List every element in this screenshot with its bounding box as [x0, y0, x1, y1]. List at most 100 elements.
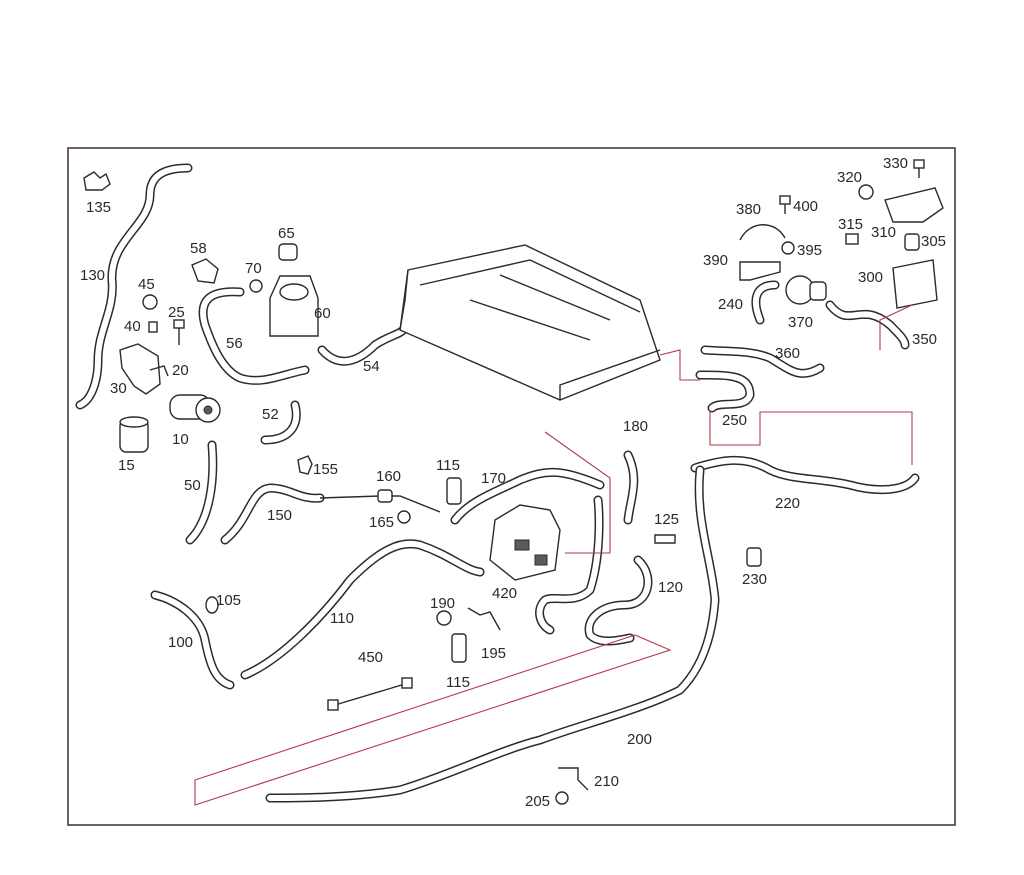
reservoir-300 — [892, 259, 938, 309]
hose-to-420 — [535, 495, 604, 635]
label-130: 130 — [80, 267, 105, 284]
hose-360 — [700, 345, 825, 378]
bracket-390 — [739, 261, 781, 281]
battery-pack — [399, 244, 661, 401]
clip-115-lower — [451, 633, 467, 663]
label-395: 395 — [797, 242, 822, 259]
label-25: 25 — [168, 304, 185, 321]
cap-65 — [278, 243, 298, 261]
reservoir-60 — [269, 275, 319, 337]
label-52: 52 — [262, 406, 279, 423]
label-450: 450 — [358, 649, 383, 666]
label-115-upper: 115 — [436, 457, 460, 474]
bolt-25 — [173, 319, 185, 345]
label-110: 110 — [330, 610, 354, 627]
hose-150 — [220, 483, 325, 545]
label-20: 20 — [172, 362, 189, 379]
label-58: 58 — [190, 240, 207, 257]
label-56: 56 — [226, 335, 243, 352]
diagram-frame — [67, 147, 956, 826]
hose-240 — [751, 280, 780, 325]
hose-200 — [265, 465, 720, 803]
clip-125 — [654, 534, 676, 544]
hose-250 — [695, 370, 755, 413]
label-370: 370 — [788, 314, 813, 331]
label-155: 155 — [313, 461, 338, 478]
pipe-160 — [319, 489, 441, 513]
bolt-40 — [148, 321, 158, 333]
nut-395 — [781, 241, 795, 255]
label-190: 190 — [430, 595, 455, 612]
bracket-195 — [467, 607, 501, 631]
label-230: 230 — [742, 571, 767, 588]
sleeve-230 — [746, 547, 762, 567]
label-300: 300 — [858, 269, 883, 286]
hose-54 — [317, 323, 410, 366]
pump-370 — [785, 275, 827, 305]
assembly-line-300 — [879, 304, 913, 350]
label-360: 360 — [775, 345, 800, 362]
hose-170 — [450, 467, 605, 525]
nut-205 — [555, 791, 569, 805]
label-165: 165 — [369, 514, 394, 531]
label-100: 100 — [168, 634, 193, 651]
clip-210 — [558, 767, 589, 791]
cap-305 — [904, 233, 920, 251]
label-115-lower: 115 — [446, 674, 470, 691]
label-150: 150 — [267, 507, 292, 524]
clip-115-upper — [446, 477, 462, 505]
bracket-30-20 — [119, 343, 169, 395]
label-390: 390 — [703, 252, 728, 269]
label-125: 125 — [654, 511, 679, 528]
label-205: 205 — [525, 793, 550, 810]
label-10: 10 — [172, 431, 189, 448]
nut-190 — [436, 610, 452, 626]
label-420: 420 — [492, 585, 517, 602]
bolt-315 — [845, 233, 859, 245]
label-195: 195 — [481, 645, 506, 662]
hose-130 — [75, 163, 193, 410]
sensor-wire-450 — [327, 677, 413, 711]
washer-320 — [858, 184, 874, 200]
bracket-310 — [884, 187, 944, 223]
label-240: 240 — [718, 296, 743, 313]
label-70: 70 — [245, 260, 262, 277]
hose-50 — [185, 440, 218, 545]
label-310: 310 — [871, 224, 896, 241]
label-60: 60 — [314, 305, 331, 322]
assembly-line-top — [659, 349, 700, 381]
washer-165 — [397, 510, 411, 524]
clip-135 — [83, 171, 111, 191]
label-170: 170 — [481, 470, 506, 487]
label-105: 105 — [216, 592, 241, 609]
label-320: 320 — [837, 169, 862, 186]
bolt-400 — [779, 195, 791, 214]
pump-10 — [169, 394, 221, 423]
hose-56 — [198, 287, 310, 385]
label-220: 220 — [775, 495, 800, 512]
label-330: 330 — [883, 155, 908, 172]
label-315: 315 — [838, 216, 863, 233]
label-45: 45 — [138, 276, 155, 293]
label-350: 350 — [912, 331, 937, 348]
valve-block-420 — [489, 504, 561, 581]
label-200: 200 — [627, 731, 652, 748]
label-30: 30 — [110, 380, 127, 397]
sleeve-15 — [119, 416, 149, 453]
label-160: 160 — [376, 468, 401, 485]
label-210: 210 — [594, 773, 619, 790]
assembly-line-250 — [709, 410, 913, 465]
hose-110 — [240, 539, 485, 680]
clip-155 — [297, 455, 313, 475]
label-40: 40 — [124, 318, 141, 335]
assembly-line-bottom — [194, 634, 672, 806]
clamp-105 — [205, 596, 219, 614]
hose-100 — [150, 590, 235, 690]
label-380: 380 — [736, 201, 761, 218]
bolt-70 — [249, 279, 263, 293]
assembly-line-mid — [544, 431, 611, 554]
label-120: 120 — [658, 579, 683, 596]
label-180: 180 — [623, 418, 648, 435]
bolt-330 — [913, 159, 925, 178]
